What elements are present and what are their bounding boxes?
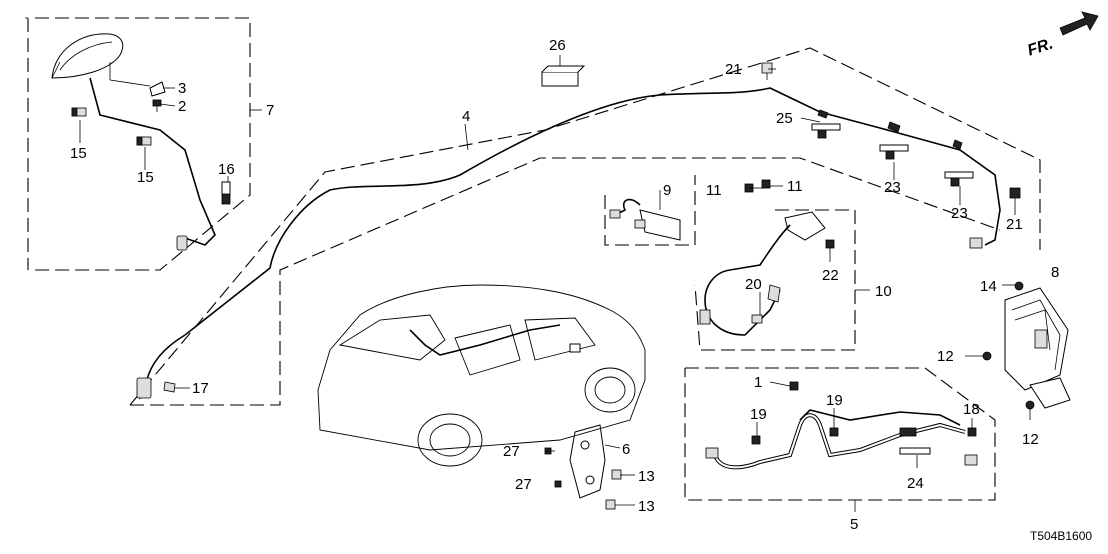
clips (541, 62, 1021, 199)
roof-antenna (51, 33, 231, 251)
callout-17: 17 (192, 380, 209, 397)
callout-24: 24 (907, 475, 924, 492)
callout-5: 5 (850, 516, 858, 533)
main-cable (136, 87, 1001, 400)
callout-15a: 15 (70, 145, 87, 162)
callout-15b: 15 (137, 169, 154, 186)
callout-6: 6 (622, 441, 630, 458)
group-boundaries (27, 17, 1041, 512)
callout-11a: 11 (706, 182, 722, 199)
callout-12b: 12 (1022, 431, 1039, 448)
fr-label: FR. (1025, 35, 1055, 59)
callout-13a: 13 (638, 468, 655, 485)
callout-26: 26 (549, 37, 566, 54)
bracket-9 (609, 198, 681, 241)
callout-3: 3 (178, 80, 186, 97)
callout-4: 4 (462, 108, 470, 125)
harness-5 (705, 381, 978, 470)
callout-14: 14 (980, 278, 997, 295)
bracket-6 (544, 424, 622, 510)
callout-9: 9 (663, 182, 671, 199)
callout-2: 2 (178, 98, 186, 115)
module-10 (699, 179, 835, 336)
callout-19b: 19 (826, 392, 843, 409)
callout-labels: 3 2 7 15 15 16 4 26 21 25 23 23 21 9 11 … (70, 37, 1059, 533)
callout-22: 22 (822, 267, 839, 284)
diagram-code: T504B1600 (1030, 529, 1092, 543)
front-direction-indicator (1059, 11, 1099, 36)
callout-16: 16 (218, 161, 235, 178)
module-8 (982, 281, 1071, 410)
callout-10: 10 (875, 283, 892, 300)
callout-1: 1 (754, 374, 762, 391)
callout-7: 7 (266, 102, 274, 119)
leader-lines (25, 17, 1031, 506)
callout-25: 25 (776, 110, 793, 127)
callout-23a: 23 (884, 179, 901, 196)
callout-8: 8 (1051, 264, 1059, 281)
callout-11b: 11 (787, 178, 803, 195)
callout-20: 20 (745, 276, 762, 293)
callout-19a: 19 (750, 406, 767, 423)
callout-18: 18 (963, 401, 980, 418)
callout-21b: 21 (1006, 216, 1023, 233)
vehicle-outline (317, 284, 646, 467)
callout-23b: 23 (951, 205, 968, 222)
callout-21a: 21 (725, 61, 742, 78)
callout-27b: 27 (515, 476, 532, 493)
callout-13b: 13 (638, 498, 655, 515)
callout-27a: 27 (503, 443, 520, 460)
callout-12a: 12 (937, 348, 954, 365)
